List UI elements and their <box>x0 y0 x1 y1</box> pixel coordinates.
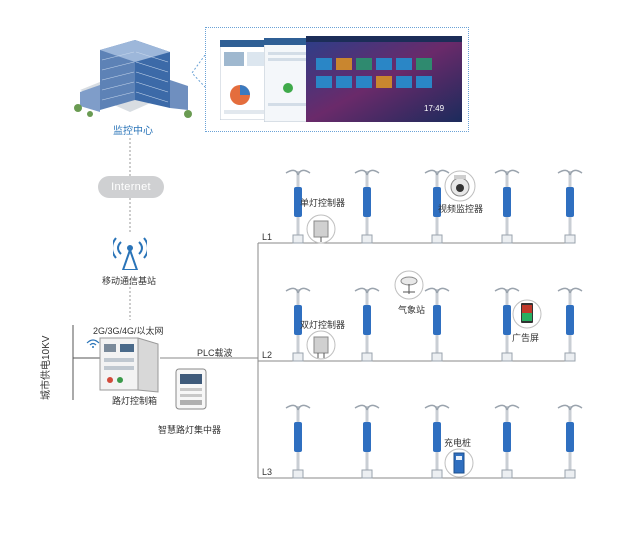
single-controller-icon <box>306 214 336 244</box>
concentrator-label: 智慧路灯集中器 <box>158 425 222 435</box>
weather-station-label: 气象站 <box>398 305 426 315</box>
street-light-pole <box>424 404 450 479</box>
line-label-l1: L1 <box>262 232 273 242</box>
base-station-label: 移动通信基站 <box>102 276 157 286</box>
double-controller-label: 双灯控制器 <box>300 320 346 330</box>
tile-launcher-screen <box>306 36 462 122</box>
single-controller-label: 单灯控制器 <box>300 198 346 208</box>
street-light-pole <box>494 287 520 362</box>
video-camera-icon <box>444 170 476 202</box>
double-controller-icon <box>306 330 336 360</box>
monitor-center-label: 监控中心 <box>113 126 153 137</box>
street-light-pole <box>354 169 380 244</box>
street-light-pole <box>424 287 450 362</box>
video-camera-label: 视频监控器 <box>438 204 484 214</box>
line-label-l3: L3 <box>262 467 273 477</box>
tower-icon <box>113 237 147 270</box>
street-light-pole <box>557 287 583 362</box>
street-light-pole <box>557 404 583 479</box>
monitor-screens-frame <box>205 27 469 132</box>
control-box-label: 路灯控制箱 <box>112 396 158 406</box>
street-light-pole <box>494 169 520 244</box>
control-box-illustration <box>99 337 159 393</box>
wifi-icon <box>86 339 100 348</box>
street-light-pole <box>424 169 450 244</box>
street-light-pole <box>285 404 311 479</box>
street-light-pole <box>354 404 380 479</box>
charging-pile-icon <box>444 448 474 478</box>
ad-screen-label: 广告屏 <box>512 333 540 343</box>
street-light-pole <box>557 169 583 244</box>
street-light-pole <box>285 169 311 244</box>
plc-label: PLC载波 <box>197 348 233 358</box>
charging-pile-label: 充电桩 <box>444 438 472 448</box>
street-light-pole <box>494 404 520 479</box>
internet-cloud: Internet <box>98 176 164 198</box>
street-light-pole <box>354 287 380 362</box>
network-label: 2G/3G/4G/以太网 <box>93 326 164 336</box>
concentrator-illustration <box>175 368 207 410</box>
street-light-pole <box>285 287 311 362</box>
line-label-l2: L2 <box>262 350 273 360</box>
dashboard-screen-2 <box>264 38 314 122</box>
screen-time: 17:49 <box>424 104 445 113</box>
weather-station-icon <box>394 270 424 300</box>
building-illustration <box>74 40 192 118</box>
dashboard-screen-1 <box>220 40 270 120</box>
ad-screen-icon <box>512 299 542 329</box>
